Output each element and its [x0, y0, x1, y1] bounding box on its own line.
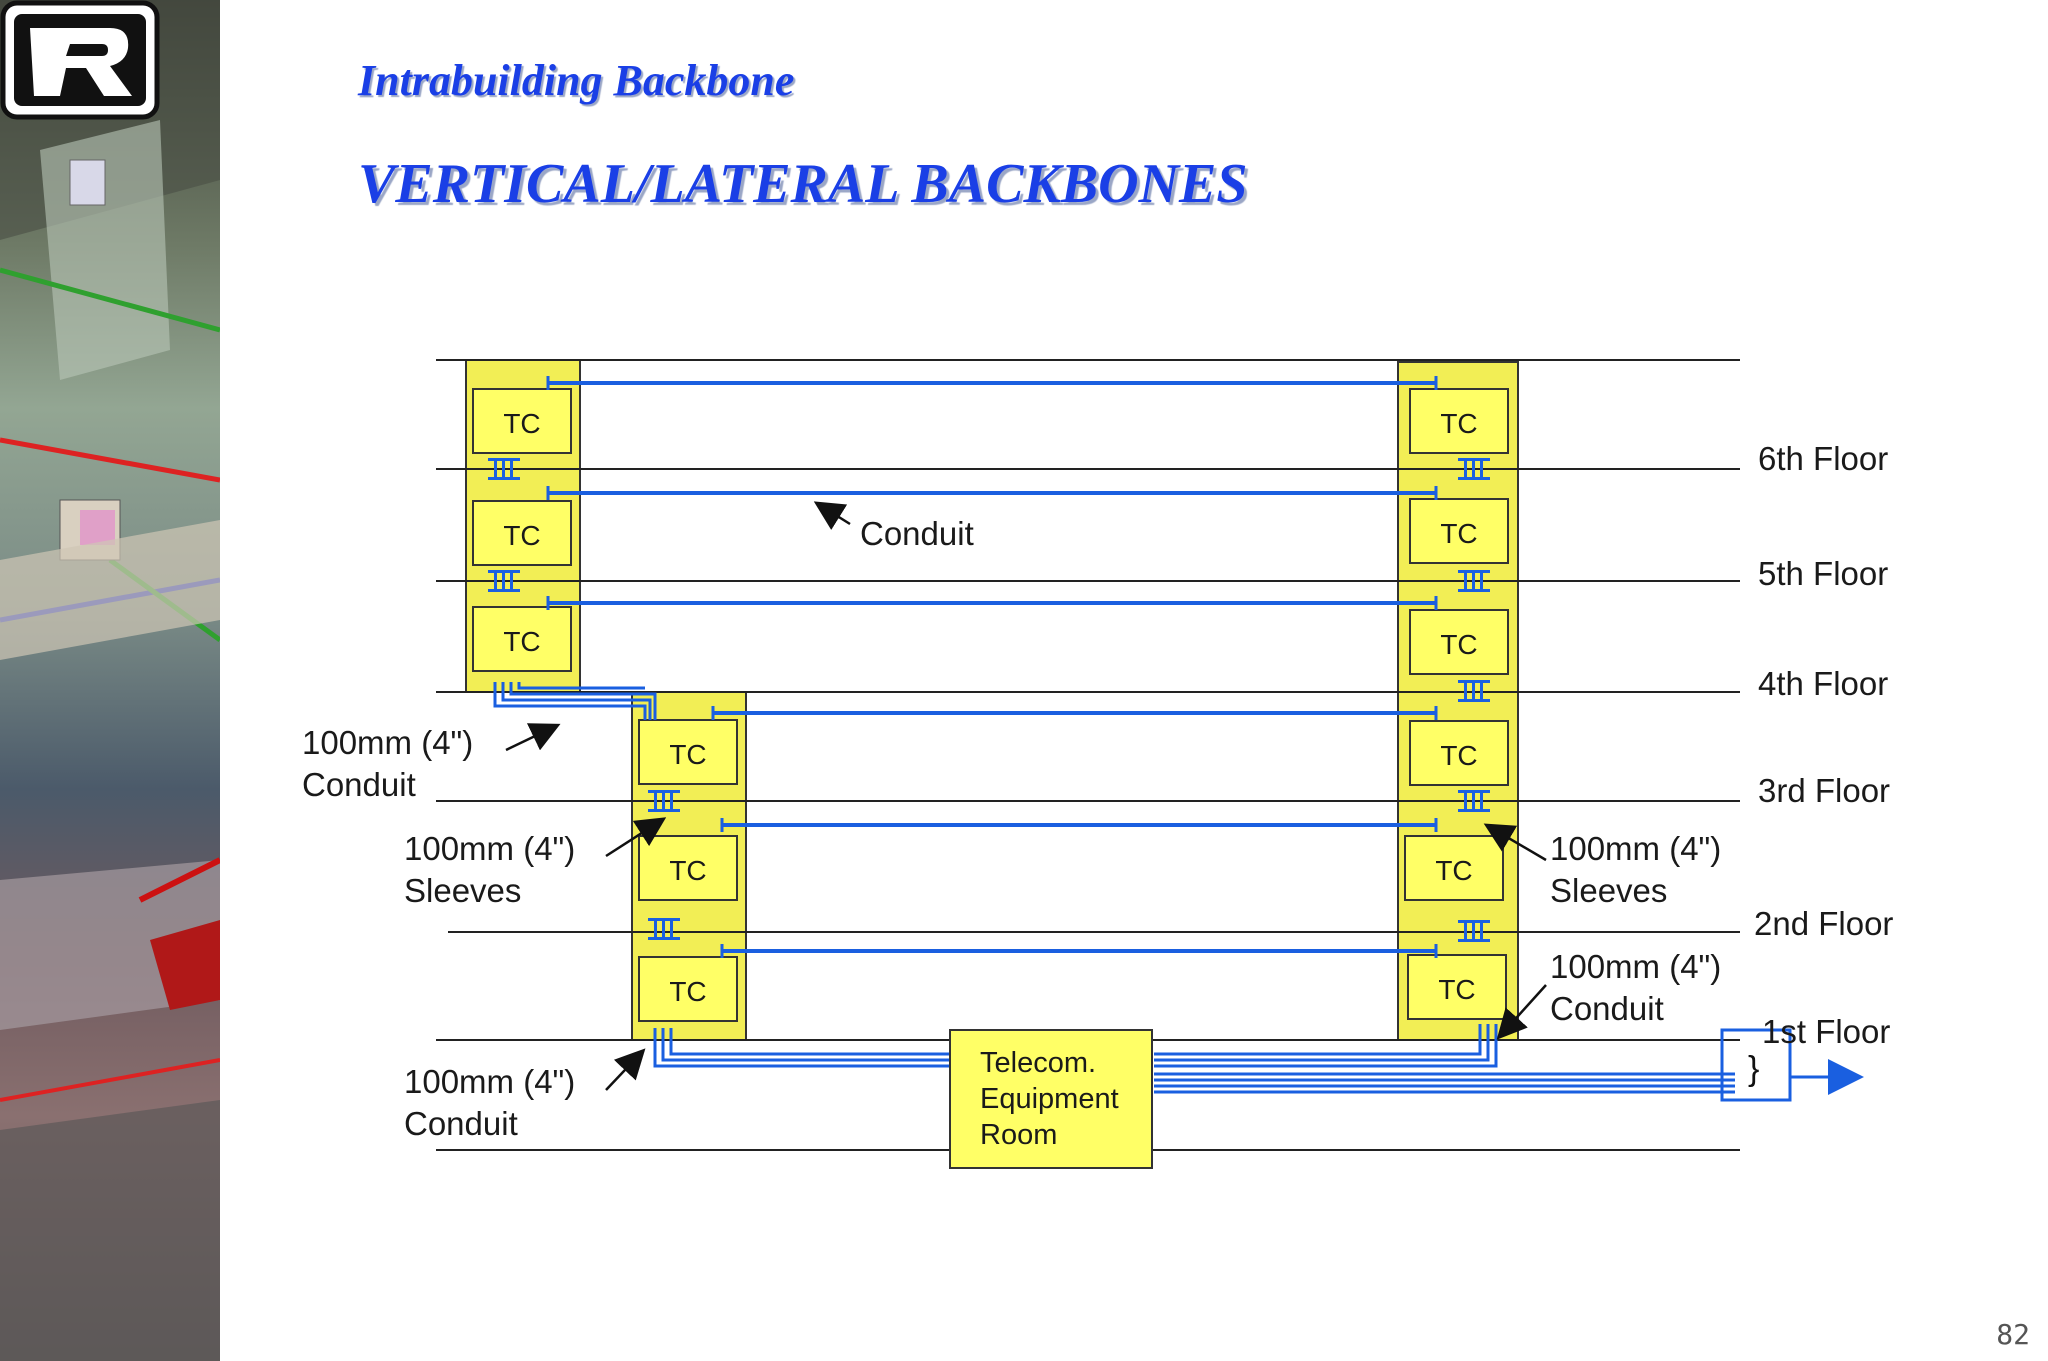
right-sleeves-label: 100mm (4") — [1550, 830, 1721, 867]
left-lower-conduit-label: 100mm (4") — [404, 1063, 575, 1100]
conduit-end-caps — [546, 376, 1438, 958]
left-sleeves-label: Sleeves — [404, 872, 521, 909]
tc-label: TC — [1438, 974, 1475, 1005]
page-number: 82 — [1996, 1318, 2030, 1351]
floor-label-2: 2nd Floor — [1754, 905, 1893, 942]
brace-symbol: } — [1748, 1050, 1759, 1088]
left-upper-conduit-label: 100mm (4") — [302, 724, 473, 761]
left-upper-conduit-label: Conduit — [302, 766, 416, 803]
tc-label: TC — [503, 408, 540, 439]
right-conduit-label: Conduit — [1550, 990, 1664, 1027]
floor-label-5: 5th Floor — [1758, 555, 1888, 592]
slide-title: VERTICAL/LATERAL BACKBONES — [358, 153, 1248, 215]
equipment-room-label: Room — [980, 1119, 1057, 1151]
tc-label: TC — [669, 855, 706, 886]
right-sleeves-label: Sleeves — [1550, 872, 1667, 909]
tc-label: TC — [669, 739, 706, 770]
equipment-room-label: Equipment — [980, 1083, 1119, 1115]
r-logo — [0, 0, 160, 120]
lateral-conduits — [548, 381, 1436, 953]
tc-label: TC — [503, 520, 540, 551]
decorative-building-image — [0, 0, 220, 1361]
equipment-room-box — [949, 1029, 1153, 1169]
tc-label: TC — [1440, 740, 1477, 771]
pointer-arrows — [505, 501, 1547, 1091]
riser-conduits — [493, 682, 1498, 1068]
floor-label-1: 1st Floor — [1762, 1013, 1890, 1050]
floor-label-3: 3rd Floor — [1758, 772, 1890, 809]
equipment-room-label: Telecom. — [980, 1047, 1096, 1079]
exit-cables — [1154, 1072, 1735, 1094]
right-conduit-label: 100mm (4") — [1550, 948, 1721, 985]
tc-label: TC — [1440, 408, 1477, 439]
left-sleeves-label: 100mm (4") — [404, 830, 575, 867]
building-illustration — [0, 0, 220, 1361]
floor-label-6: 6th Floor — [1758, 440, 1888, 477]
tc-label: TC — [1440, 629, 1477, 660]
conduit-label: Conduit — [860, 515, 974, 552]
tc-label: TC — [1435, 855, 1472, 886]
floor-label-4: 4th Floor — [1758, 665, 1888, 702]
tc-label: TC — [1440, 518, 1477, 549]
tc-label: TC — [503, 626, 540, 657]
left-lower-conduit-label: Conduit — [404, 1105, 518, 1142]
slide-subtitle: Intrabuilding Backbone — [358, 56, 795, 105]
entrance-box — [1720, 1028, 1792, 1102]
tc-label: TC — [669, 976, 706, 1007]
